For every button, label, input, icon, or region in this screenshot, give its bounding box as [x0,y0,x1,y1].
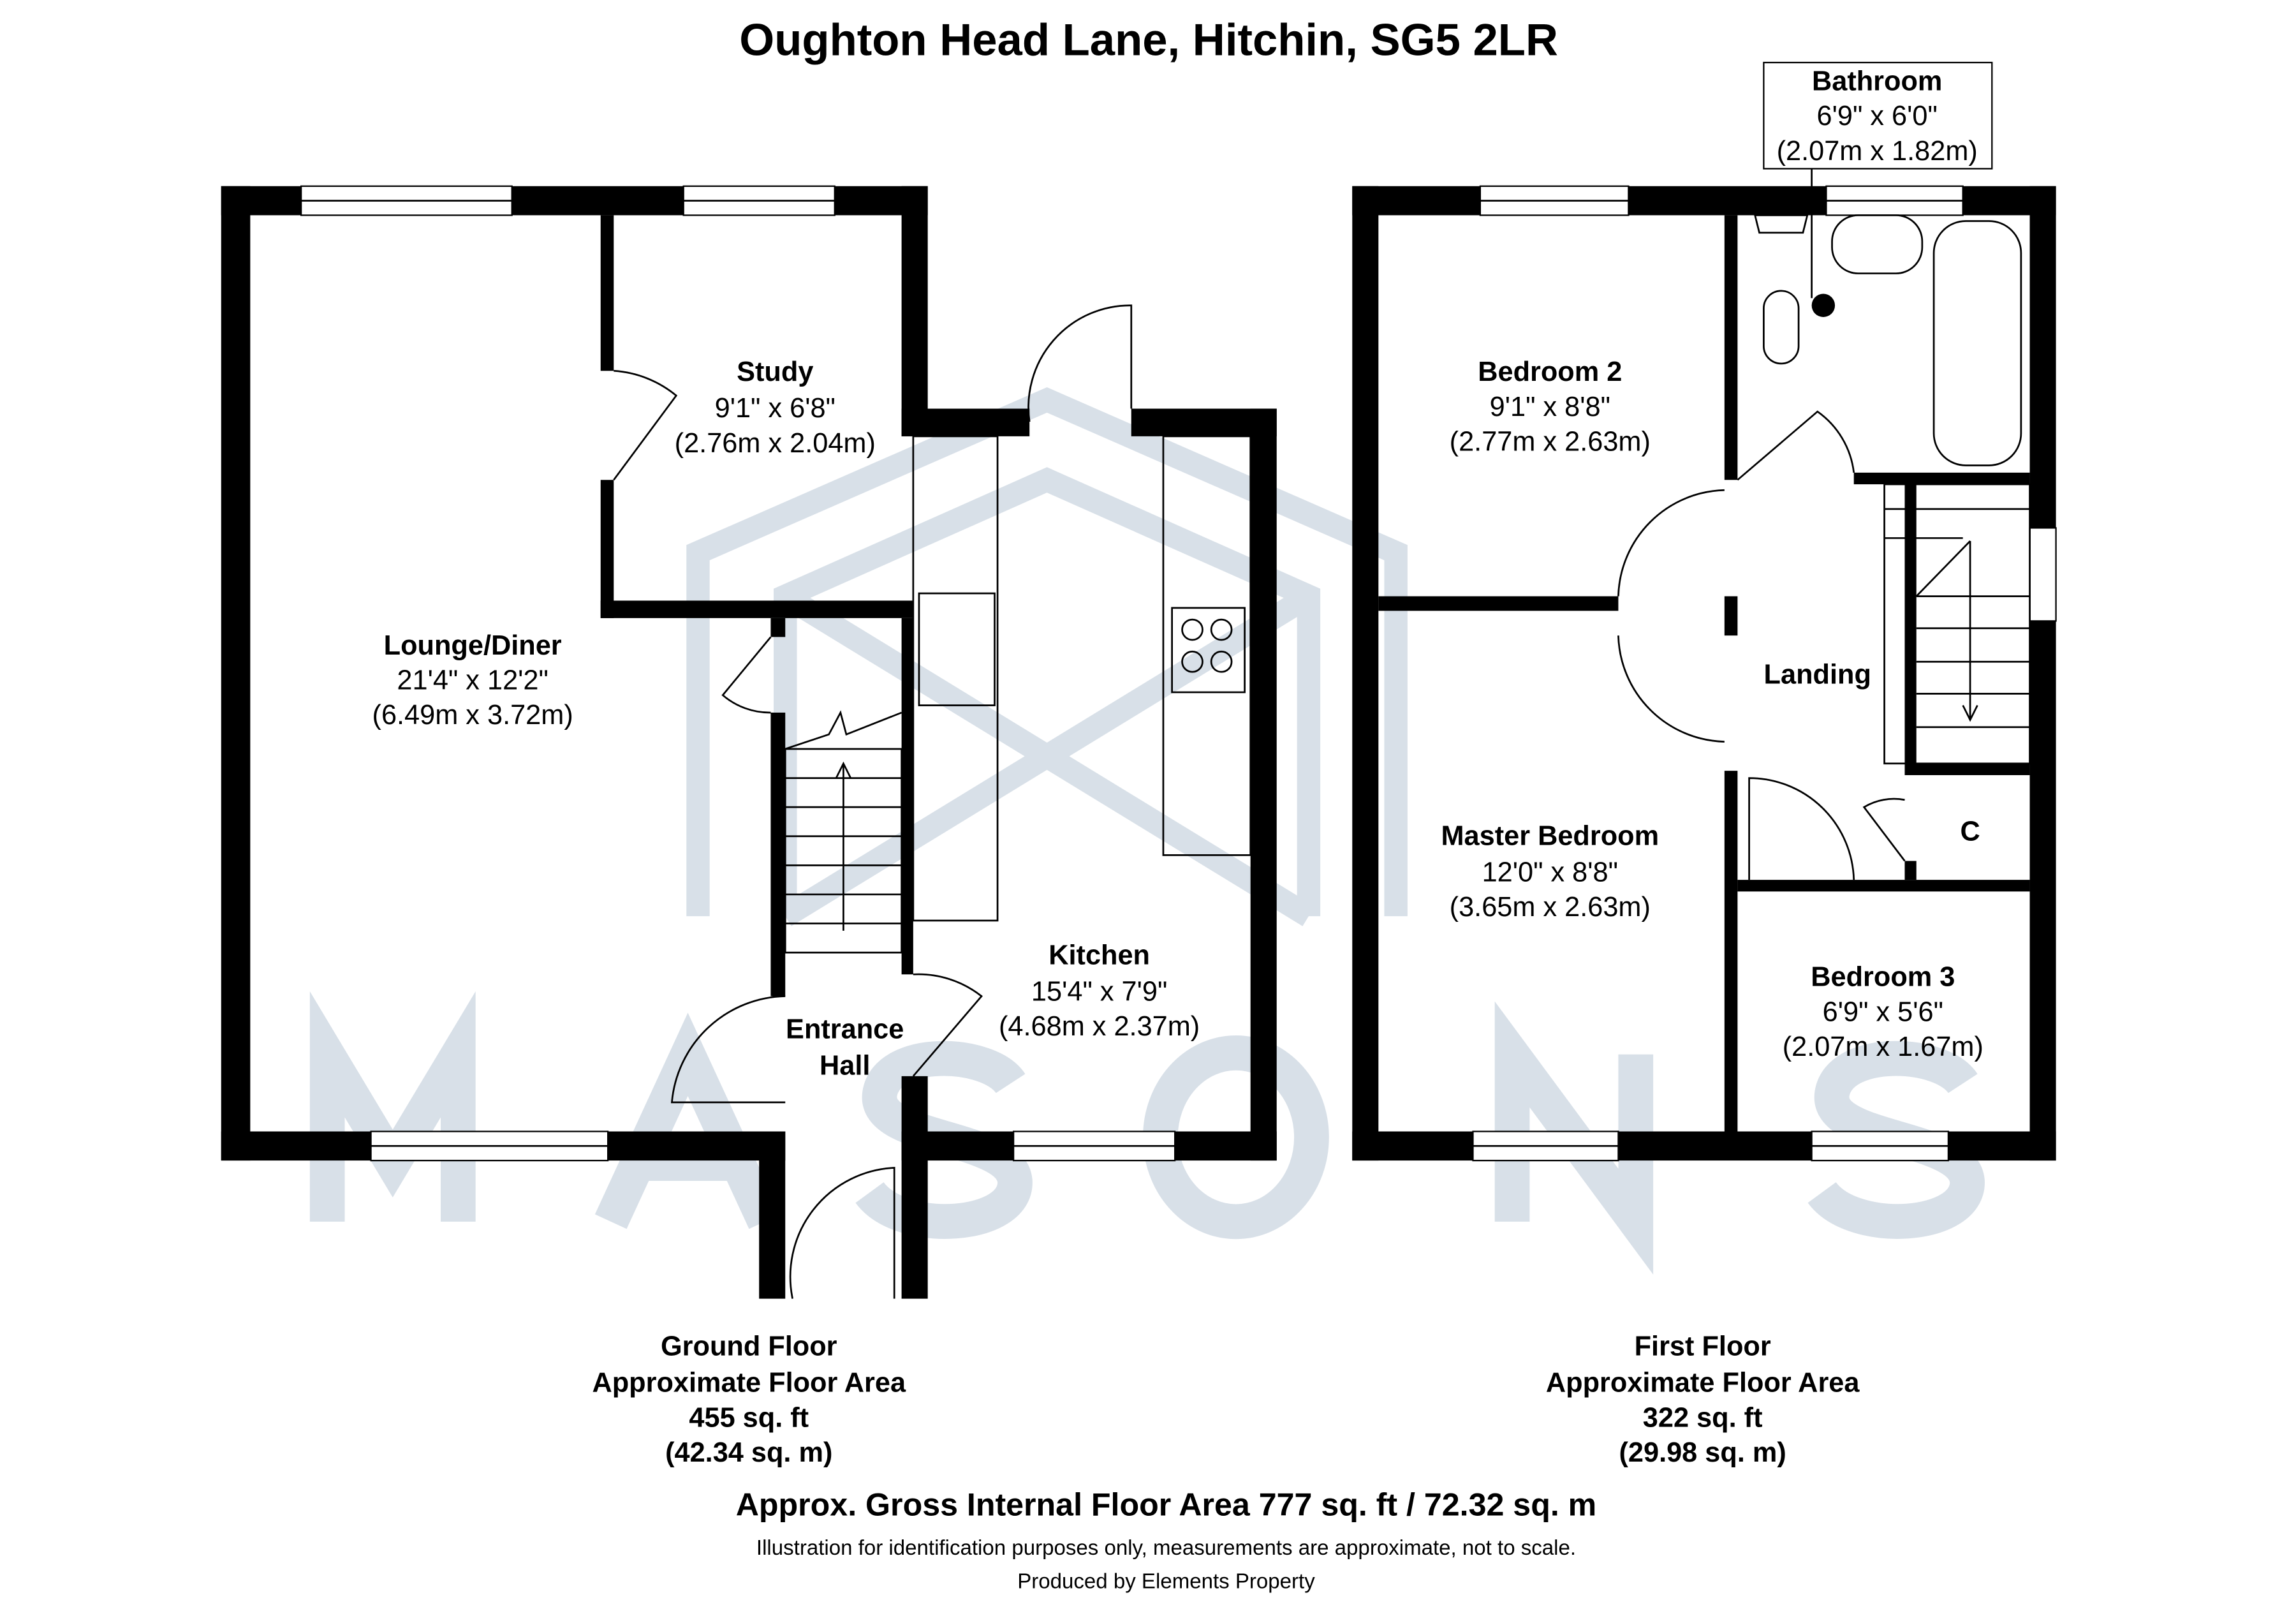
hall-name-2: Hall [820,1051,870,1081]
bedroom3-metric: (2.07m x 1.67m) [1783,1032,1983,1062]
kitchen-name: Kitchen [1049,940,1150,970]
disclaimer: Illustration for identification purposes… [756,1536,1576,1560]
first-floor-area-label: Approximate Floor Area [1546,1368,1860,1398]
study-metric: (2.76m x 2.04m) [675,428,876,459]
first-floor-sqm: (29.98 sq. m) [1619,1437,1786,1468]
ground-floor-label: Ground Floor [661,1331,837,1362]
bedroom2-metric: (2.77m x 2.63m) [1450,427,1651,457]
study-name: Study [737,357,813,387]
page-title: Oughton Head Lane, Hitchin, SG5 2LR [739,15,1558,65]
ground-floor-sqft: 455 sq. ft [689,1402,809,1433]
lounge-name: Lounge/Diner [384,630,562,661]
watermark-logo [309,387,1985,1275]
bedroom3-imperial: 6'9" x 5'6" [1823,997,1943,1027]
kitchen-imperial: 15'4" x 7'9" [1031,976,1167,1007]
bedroom2-name: Bedroom 2 [1478,357,1622,387]
cupboard-name: C [1960,817,1980,847]
master-name: Master Bedroom [1441,820,1659,851]
bedroom3-name: Bedroom 3 [1811,962,1955,993]
kitchen-metric: (4.68m x 2.37m) [999,1011,1200,1042]
master-metric: (3.65m x 2.63m) [1450,892,1651,923]
master-imperial: 12'0" x 8'8" [1482,857,1618,887]
first-floor-label: First Floor [1635,1331,1771,1362]
ground-floor-sqm: (42.34 sq. m) [665,1437,832,1468]
producer-credit: Produced by Elements Property [1017,1569,1315,1593]
first-floor-sqft: 322 sq. ft [1643,1402,1763,1433]
lounge-metric: (6.49m x 3.72m) [372,700,573,730]
bathroom-metric: (2.07m x 1.82m) [1777,136,1978,167]
bedroom2-imperial: 9'1" x 8'8" [1490,392,1610,422]
hall-name-1: Entrance [786,1014,904,1045]
ground-floor-area-label: Approximate Floor Area [592,1368,906,1398]
gross-area: Approx. Gross Internal Floor Area 777 sq… [736,1486,1597,1522]
bathroom-imperial: 6'9" x 6'0" [1817,101,1938,131]
study-imperial: 9'1" x 6'8" [715,393,835,424]
bathroom-name: Bathroom [1812,66,1942,96]
landing-name: Landing [1764,659,1871,690]
lounge-imperial: 21'4" x 12'2" [397,665,548,696]
first-floor-plan [1352,61,2057,1162]
ground-floor-plan [221,185,1277,1299]
